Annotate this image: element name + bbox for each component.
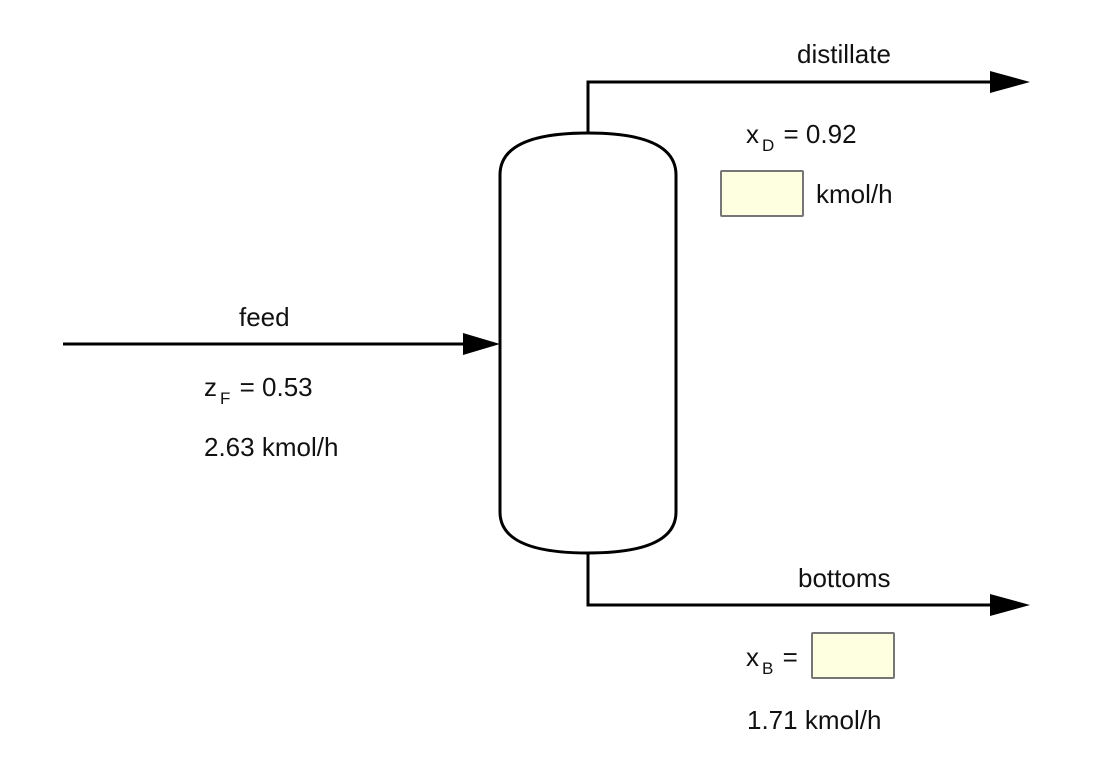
distillate-label: distillate: [797, 39, 891, 69]
distillate-stream-line: [586, 80, 992, 133]
bottoms-arrowhead: [990, 594, 1030, 616]
bottoms-label: bottoms: [798, 563, 891, 593]
distillate-composition-symbol: x: [746, 119, 759, 149]
feed-composition-symbol: z: [204, 372, 217, 402]
feed-composition-value: = 0.53: [239, 372, 313, 402]
bottoms-stream-line: [586, 553, 992, 607]
feed-label: feed: [239, 302, 290, 332]
distillation-column: [498, 131, 678, 555]
distillate-flow-unit: kmol/h: [816, 179, 893, 209]
distillate-composition-value: = 0.92: [783, 119, 857, 149]
distillate-arrowhead: [990, 71, 1030, 93]
bottoms-composition-subscript: B: [762, 659, 774, 678]
feed-arrowhead: [463, 333, 500, 355]
feed-flow-rate: 2.63 kmol/h: [204, 432, 339, 462]
feed-composition-subscript: F: [220, 389, 231, 408]
distillate-composition-subscript: D: [762, 136, 775, 155]
bottoms-flow-rate: 1.71 kmol/h: [747, 705, 882, 735]
bottoms-composition-equals: =: [782, 642, 798, 672]
bottoms-composition-input[interactable]: [811, 632, 895, 679]
bottoms-composition-symbol: x: [746, 642, 759, 672]
distillate-flow-input[interactable]: [720, 170, 804, 217]
